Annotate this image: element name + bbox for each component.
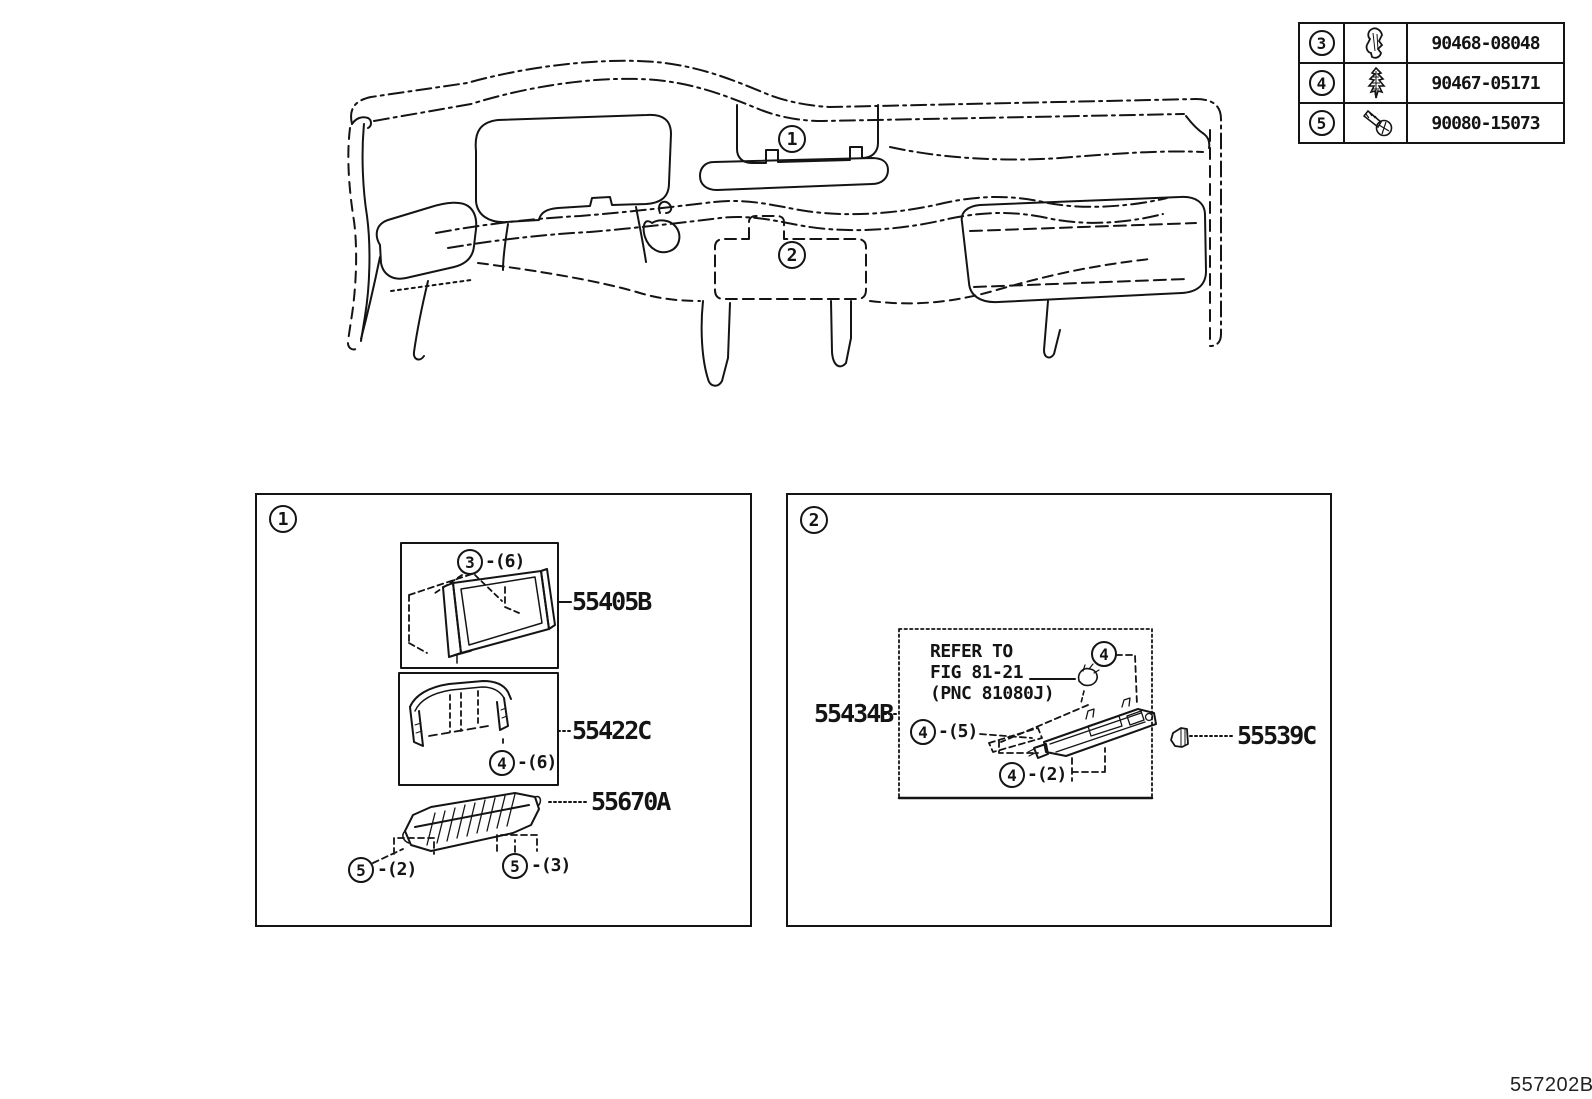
dashboard-line-art bbox=[330, 50, 1240, 400]
callout-5-right-qty: -(3) bbox=[531, 855, 571, 876]
callout-5-left-qty: -(2) bbox=[377, 859, 417, 880]
table-row: 4 90467-05171 bbox=[1300, 64, 1563, 104]
refer-note-line3: (PNC 81080J) bbox=[930, 683, 1055, 704]
main-callout-2[interactable]: 2 bbox=[778, 241, 806, 269]
drawing-number: 557202B bbox=[1510, 1074, 1592, 1096]
box1-line-art bbox=[257, 495, 754, 929]
fastener-table: 3 90468-08048 4 90467-05171 bbox=[1298, 22, 1565, 144]
part-label-55670A[interactable]: 55670A bbox=[591, 787, 671, 816]
fastener-ref-3[interactable]: 3 bbox=[1308, 30, 1335, 56]
clip-a-icon bbox=[1357, 25, 1395, 61]
callout-5-left-circle[interactable]: 5 bbox=[348, 857, 374, 883]
callout-4-top-circle[interactable]: 4 bbox=[1091, 641, 1117, 667]
vent-sketch bbox=[403, 793, 540, 851]
callout-4-qty: -(6) bbox=[517, 752, 557, 773]
part-label-55422C[interactable]: 55422C bbox=[572, 716, 652, 745]
part-label-55434B[interactable]: 55434B bbox=[814, 699, 894, 728]
monitor-sketch bbox=[409, 569, 555, 663]
callout-3-circle[interactable]: 3 bbox=[457, 549, 483, 575]
detail-box-1: 1 3 -(6) 55405B 4 -(6) 55422C 55670A 5 -… bbox=[255, 493, 752, 927]
callout-4-bottom-qty: -(2) bbox=[1027, 764, 1067, 785]
callout-4-mid-circle[interactable]: 4 bbox=[910, 719, 936, 745]
part-label-55405B[interactable]: 55405B bbox=[572, 587, 652, 616]
fastener-part-number[interactable]: 90467-05171 bbox=[1431, 72, 1540, 94]
note-clip-sketch bbox=[1079, 664, 1099, 703]
callout-3-qty: -(6) bbox=[485, 551, 525, 572]
table-row: 5 90080-15073 bbox=[1300, 104, 1563, 142]
screw-icon bbox=[1357, 105, 1395, 141]
box2-line-art bbox=[788, 495, 1334, 929]
fastener-ref-5[interactable]: 5 bbox=[1308, 110, 1335, 136]
callout-4-mid-qty: -(5) bbox=[938, 721, 978, 742]
box2-ref[interactable]: 2 bbox=[800, 506, 828, 534]
clip-55539C-sketch bbox=[1171, 728, 1188, 747]
callout-4-circle[interactable]: 4 bbox=[489, 750, 515, 776]
fastener-part-number[interactable]: 90080-15073 bbox=[1431, 112, 1540, 134]
fastener-ref-4[interactable]: 4 bbox=[1308, 70, 1335, 96]
table-row: 3 90468-08048 bbox=[1300, 24, 1563, 64]
callout-5-right-circle[interactable]: 5 bbox=[502, 853, 528, 879]
clip-b-icon bbox=[1357, 65, 1395, 101]
trim-sketch bbox=[410, 681, 511, 746]
refer-note-line1: REFER TO bbox=[930, 641, 1013, 662]
detail-box-2: 2 REFER TO FIG 81-21 (PNC 81080J) 4 4 -(… bbox=[786, 493, 1332, 927]
control-panel-sketch bbox=[1028, 698, 1156, 758]
refer-note-line2: FIG 81-21 bbox=[930, 662, 1024, 683]
main-callout-1[interactable]: 1 bbox=[778, 125, 806, 153]
fastener-part-number[interactable]: 90468-08048 bbox=[1431, 32, 1540, 54]
refer-note: REFER TO FIG 81-21 (PNC 81080J) bbox=[930, 641, 1055, 704]
part-label-55539C[interactable]: 55539C bbox=[1237, 721, 1317, 750]
box1-ref[interactable]: 1 bbox=[269, 505, 297, 533]
callout-4-bottom-circle[interactable]: 4 bbox=[999, 762, 1025, 788]
